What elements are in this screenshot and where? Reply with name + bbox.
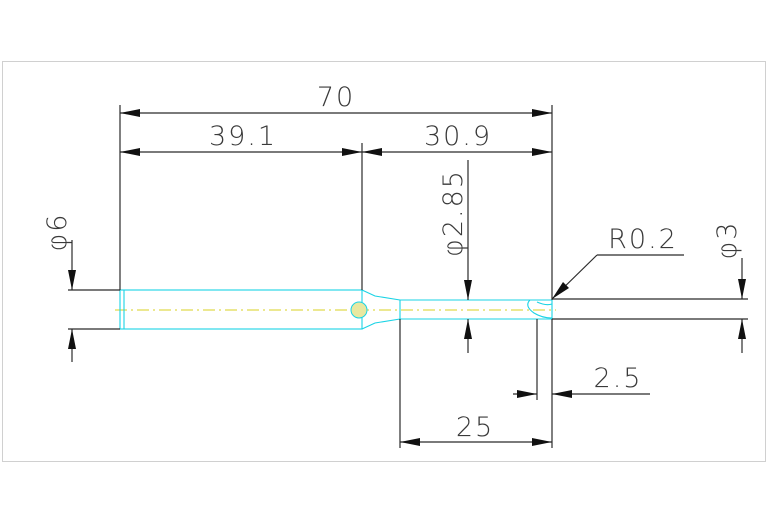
- tip-length-label: 30.9: [424, 121, 492, 152]
- flute-curve: [527, 299, 553, 319]
- overall-length-label: 70: [317, 82, 355, 113]
- cutter-diameter-label: φ3: [712, 221, 743, 260]
- neck-taper-top: [361, 289, 401, 301]
- grinding-mark: [350, 301, 368, 319]
- dim-shank-length: 39.1: [120, 121, 362, 156]
- shank-length-label: 39.1: [209, 121, 277, 152]
- neck-diameter-label: φ2.85: [438, 169, 469, 257]
- dim-reach-length: 25: [400, 412, 552, 446]
- dim-neck-diameter: φ2.85: [438, 160, 472, 353]
- corner-radius-label: R0.2: [608, 224, 678, 255]
- reach-length-label: 25: [456, 412, 494, 443]
- extension-lines: [68, 105, 748, 448]
- dim-cutter-diameter: φ3: [712, 221, 746, 353]
- tool-outline: [119, 289, 553, 330]
- flute-length-label: 2.5: [594, 363, 643, 394]
- shank-diameter-label: φ6: [42, 213, 73, 252]
- dim-flute-length: 2.5: [513, 363, 650, 398]
- dim-shank-diameter: φ6: [42, 213, 76, 362]
- dim-overall-length: 70: [120, 82, 552, 117]
- dim-tip-length: 30.9: [362, 121, 552, 156]
- flute-curve-2: [536, 301, 553, 306]
- neck-taper-bottom: [361, 318, 401, 330]
- drawing-frame: [2, 61, 766, 462]
- dim-corner-radius: R0.2: [551, 224, 684, 300]
